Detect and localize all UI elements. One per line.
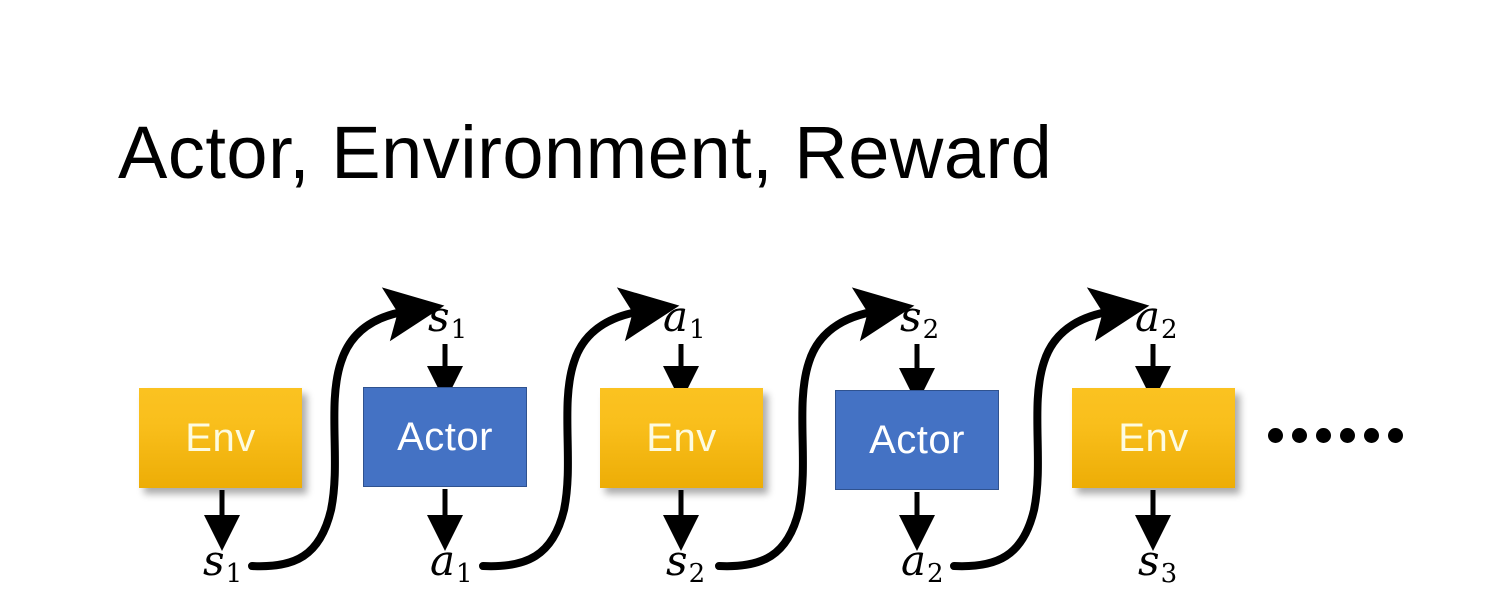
symbol: a	[430, 536, 456, 585]
symbol: s	[900, 292, 922, 341]
node-env-2[interactable]: Env	[600, 388, 763, 488]
ellipsis-dot	[1364, 428, 1379, 443]
ellipsis-dot	[1292, 428, 1307, 443]
symbol: s	[1138, 536, 1160, 585]
subscript: 1	[689, 315, 706, 346]
symbol: a	[663, 292, 689, 341]
label-state-s2-top: s2	[900, 296, 940, 346]
symbol: a	[1135, 292, 1161, 341]
label-state-s1-bottom: s1	[203, 540, 243, 590]
symbol: s	[666, 536, 688, 585]
ellipsis-group-2	[1340, 428, 1403, 443]
page-title: Actor, Environment, Reward	[118, 111, 1053, 194]
label-action-a2-top: a2	[1135, 296, 1178, 346]
subscript: 1	[450, 315, 468, 346]
node-label: Env	[646, 416, 717, 460]
feedback-curve-a1	[479, 287, 680, 571]
node-label: Actor	[869, 418, 965, 462]
subscript: 1	[225, 559, 243, 590]
node-label: Env	[1118, 416, 1189, 460]
subscript: 2	[688, 559, 706, 590]
label-state-s1-top: s1	[428, 296, 468, 346]
label-state-s2-bottom: s2	[666, 540, 706, 590]
ellipsis-group-1	[1268, 428, 1331, 443]
label-action-a1-bottom: a1	[430, 540, 473, 590]
node-env-3[interactable]: Env	[1072, 388, 1235, 488]
node-actor-1[interactable]: Actor	[363, 387, 527, 487]
symbol: s	[428, 292, 450, 341]
subscript: 2	[922, 315, 940, 346]
node-env-1[interactable]: Env	[139, 388, 302, 488]
subscript: 2	[1161, 315, 1178, 346]
node-label: Env	[185, 416, 256, 460]
subscript: 2	[927, 559, 944, 590]
label-action-a1-top: a1	[663, 296, 706, 346]
feedback-curve-a2	[950, 287, 1150, 571]
ellipsis-dot	[1268, 428, 1283, 443]
symbol: a	[901, 536, 927, 585]
feedback-curve-s2	[715, 287, 915, 571]
node-label: Actor	[397, 415, 493, 459]
subscript: 3	[1160, 559, 1178, 590]
ellipsis-continuation	[1268, 428, 1403, 443]
ellipsis-dot	[1340, 428, 1355, 443]
feedback-curve-s1	[248, 287, 445, 571]
symbol: s	[203, 536, 225, 585]
subscript: 1	[456, 559, 473, 590]
ellipsis-dot	[1388, 428, 1403, 443]
ellipsis-dot	[1316, 428, 1331, 443]
label-state-s3-bottom: s3	[1138, 540, 1178, 590]
node-actor-2[interactable]: Actor	[835, 390, 999, 490]
label-action-a2-bottom: a2	[901, 540, 944, 590]
